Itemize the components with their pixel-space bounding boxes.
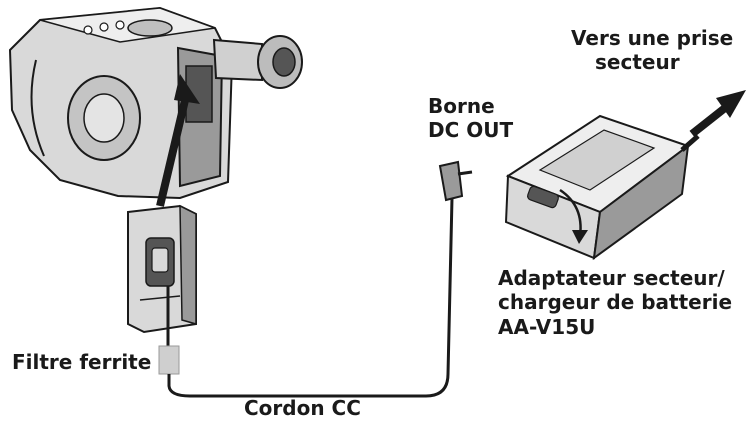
dc-coupler [127, 204, 197, 334]
label-dc-out: Borne DC OUT [428, 94, 513, 143]
camcorder-button [115, 20, 125, 30]
label-wall-outlet-line2: secteur [595, 50, 680, 75]
camcorder-button [99, 22, 109, 32]
camcorder-side-disc-inner [83, 93, 125, 143]
camcorder-top [39, 7, 216, 43]
label-ac-adapter-line3: AA-V15U [498, 314, 596, 339]
ac-adapter-illustration [504, 114, 700, 261]
label-wall-outlet-line1: Vers une prise [571, 26, 734, 50]
dc-coupler-plug [151, 247, 169, 273]
viewfinder-eyecup-inner [272, 47, 296, 77]
ferrite-filter [158, 345, 180, 375]
viewfinder [212, 38, 263, 82]
label-dc-out-line2: DC OUT [428, 118, 514, 143]
camcorder-dial [127, 19, 173, 37]
camcorder-button [83, 25, 93, 35]
insert-arrow [156, 74, 200, 207]
cable-loop [167, 197, 454, 398]
outlet-arrow [689, 90, 746, 138]
dc-plug [438, 160, 464, 202]
dc-coupler-edge [179, 204, 197, 325]
label-dc-cord: Cordon CC [244, 396, 361, 420]
label-ferrite-filter: Filtre ferrite [12, 350, 152, 374]
adapter-side [592, 143, 690, 261]
camcorder-illustration [8, 6, 303, 200]
label-dc-out-line1: Borne [428, 94, 495, 118]
camcorder-strap [30, 59, 45, 157]
adapter-groove [538, 129, 656, 191]
dc-cord [158, 160, 473, 398]
label-ac-adapter-line1: Adaptateur secteur/ [498, 266, 725, 290]
adapter-socket [527, 185, 559, 209]
label-ac-adapter: Adaptateur secteur/ chargeur de batterie… [498, 266, 732, 339]
label-ac-adapter-line2: chargeur de batterie [498, 290, 733, 315]
adapter-power-cord [680, 134, 700, 152]
label-wall-outlet: Vers une prise secteur [571, 26, 733, 75]
